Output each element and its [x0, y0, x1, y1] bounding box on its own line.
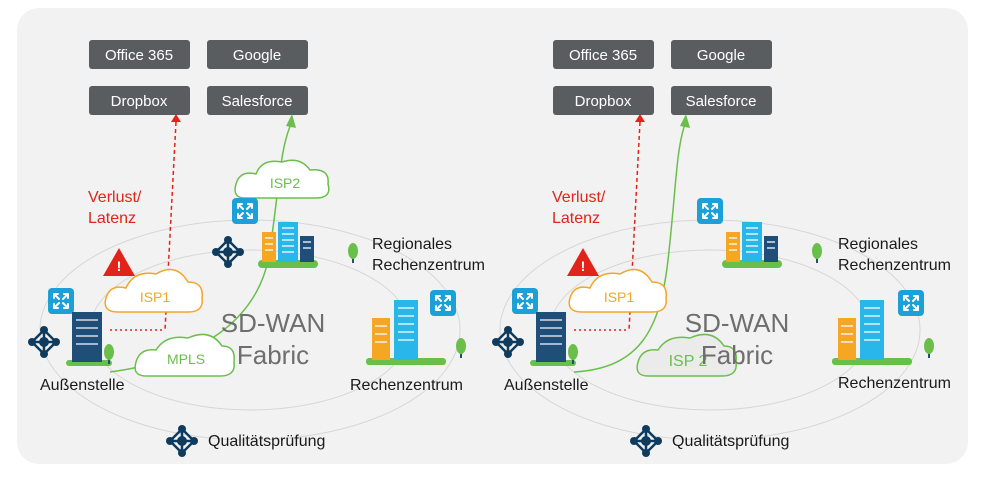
isp2-cloud: ISP2	[234, 159, 330, 199]
router-icon	[897, 289, 925, 317]
router-icon	[696, 197, 724, 225]
panel-left: Office 365 Google Dropbox Salesforce Ver…	[26, 40, 485, 459]
service-label: Google	[697, 47, 745, 64]
service-label: Salesforce	[222, 93, 293, 110]
router-icon	[511, 287, 539, 315]
branch-building-icon	[530, 312, 576, 366]
service-label: Dropbox	[111, 93, 168, 110]
branch-label: Außenstelle	[40, 377, 125, 394]
service-google[interactable]: Google	[671, 40, 772, 69]
fabric-label-line2: Fabric	[701, 340, 773, 370]
datacenter-building-icon	[832, 300, 912, 365]
datacenter-label: Rechenzentrum	[350, 377, 463, 394]
service-label: Salesforce	[686, 93, 757, 110]
router-icon	[429, 289, 457, 317]
router-icon	[231, 197, 259, 225]
service-label: Google	[233, 47, 281, 64]
mpls-label: MPLS	[167, 351, 205, 367]
loss-label-line1: Verlust/	[552, 189, 606, 206]
regional-dc-label-line2: Rechenzentrum	[838, 257, 951, 274]
service-label: Dropbox	[575, 93, 632, 110]
arrow-head-icon	[171, 114, 181, 122]
isp1-cloud: ISP1	[568, 268, 667, 313]
service-label: Office 365	[105, 47, 173, 64]
regional-dc-label-line1: Regionales	[372, 236, 452, 253]
loss-label-line2: Latenz	[88, 210, 136, 227]
quality-check-label: Qualitätsprüfung	[672, 433, 789, 450]
regional-dc-label-line2: Rechenzentrum	[372, 257, 485, 274]
arrow-head-icon	[680, 114, 690, 128]
isp1-cloud: ISP1	[104, 268, 203, 313]
service-dropbox[interactable]: Dropbox	[553, 86, 654, 115]
isp1-label: ISP1	[140, 289, 171, 305]
service-dropbox[interactable]: Dropbox	[89, 86, 190, 115]
isp2-label: ISP 2	[669, 353, 708, 370]
mpls-cloud: MPLS	[134, 333, 235, 377]
router-icon	[47, 287, 75, 315]
fabric-label-line1: SD-WAN	[685, 308, 789, 338]
quality-check-label: Qualitätsprüfung	[208, 433, 325, 450]
fabric-label-line2: Fabric	[237, 340, 309, 370]
fabric-label-line1: SD-WAN	[221, 308, 325, 338]
service-salesforce[interactable]: Salesforce	[671, 86, 772, 115]
isp2-cloud: ISP 2	[636, 333, 737, 377]
service-label: Office 365	[569, 47, 637, 64]
arrow-head-icon	[286, 114, 296, 128]
service-google[interactable]: Google	[207, 40, 308, 69]
panel-right: Office 365 Google Dropbox Salesforce Ver…	[490, 40, 951, 459]
isp1-label: ISP1	[604, 289, 635, 305]
service-office365[interactable]: Office 365	[89, 40, 190, 69]
service-office365[interactable]: Office 365	[553, 40, 654, 69]
arrow-head-icon	[635, 114, 645, 122]
regional-dc-label-line1: Regionales	[838, 236, 918, 253]
datacenter-building-icon	[366, 300, 446, 365]
branch-label: Außenstelle	[504, 377, 589, 394]
datacenter-label: Rechenzentrum	[838, 375, 951, 392]
loss-label-line2: Latenz	[552, 210, 600, 227]
service-salesforce[interactable]: Salesforce	[207, 86, 308, 115]
branch-building-icon	[66, 312, 112, 366]
loss-label-line1: Verlust/	[88, 189, 142, 206]
isp2-label: ISP2	[270, 175, 301, 191]
preferred-path	[573, 123, 686, 373]
